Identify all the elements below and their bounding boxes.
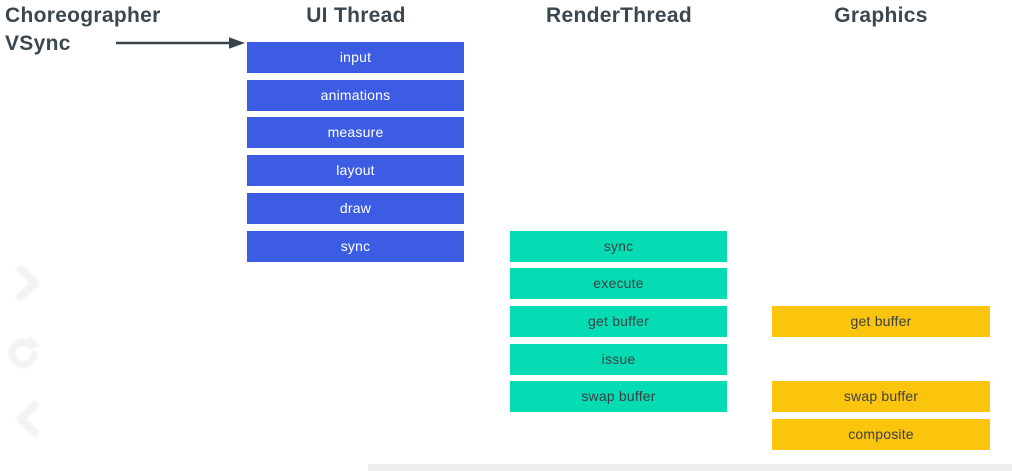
- render-thread-box-get-buffer: get buffer: [510, 306, 727, 337]
- reload-button[interactable]: [7, 333, 41, 371]
- chevron-right-icon: [17, 265, 38, 299]
- bottom-edge-strip: [368, 464, 1012, 471]
- column-header-graphics: Graphics: [834, 4, 928, 27]
- refresh-icon: [9, 336, 39, 366]
- graphics-box-swap-buffer: swap buffer: [772, 381, 990, 412]
- graphics-box-get-buffer: get buffer: [772, 306, 990, 337]
- render-thread-box-execute: execute: [510, 268, 727, 299]
- ui-thread-box-sync: sync: [247, 231, 464, 262]
- graphics-column: get buffer swap buffer composite: [772, 0, 990, 471]
- ui-thread-box-layout: layout: [247, 155, 464, 186]
- vsync-label: VSync: [5, 32, 71, 55]
- choreographer-label: Choreographer: [5, 4, 161, 27]
- ui-thread-column: input animations measure layout draw sync: [247, 0, 464, 471]
- render-thread-column: sync execute get buffer issue swap buffer: [510, 0, 727, 471]
- column-header-render-thread: RenderThread: [546, 4, 692, 27]
- render-thread-box-issue: issue: [510, 344, 727, 375]
- graphics-box-composite: composite: [772, 419, 990, 450]
- render-thread-box-swap-buffer: swap buffer: [510, 381, 727, 412]
- ui-thread-box-draw: draw: [247, 193, 464, 224]
- next-button[interactable]: [11, 263, 45, 301]
- chevron-left-icon: [17, 401, 38, 435]
- ui-thread-box-measure: measure: [247, 117, 464, 148]
- vsync-arrow-icon: [116, 37, 245, 49]
- ui-thread-box-animations: animations: [247, 80, 464, 111]
- render-thread-box-sync: sync: [510, 231, 727, 262]
- choreographer-vsync-label: Choreographer VSync: [5, 2, 161, 58]
- column-header-ui-thread: UI Thread: [306, 4, 406, 27]
- back-button[interactable]: [11, 399, 45, 437]
- ui-thread-box-input: input: [247, 42, 464, 73]
